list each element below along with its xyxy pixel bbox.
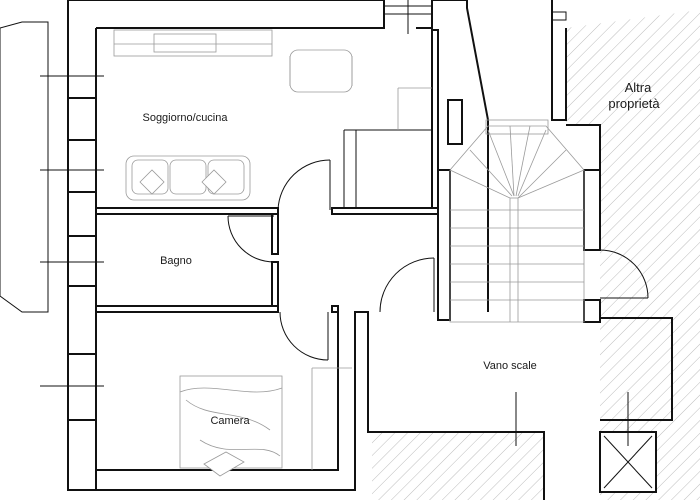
room-label-bath: Bagno (160, 255, 192, 267)
doors (227, 159, 649, 361)
room-label-bedroom: Camera (210, 415, 250, 427)
area-label-other-property-1: Altra (625, 80, 653, 95)
room-label-living: Soggiorno/cucina (142, 112, 228, 124)
area-label-other-property-2: proprietà (608, 96, 660, 111)
top-windows (383, 0, 567, 34)
sofa (125, 155, 251, 201)
other-property-hatch (372, 10, 700, 500)
balcony (0, 21, 49, 313)
staircase (449, 119, 585, 323)
window-piers (40, 75, 104, 491)
bed (179, 367, 352, 477)
shafts (515, 392, 657, 493)
room-label-stairwell: Vano scale (483, 360, 537, 372)
kitchen-furniture (113, 29, 432, 130)
